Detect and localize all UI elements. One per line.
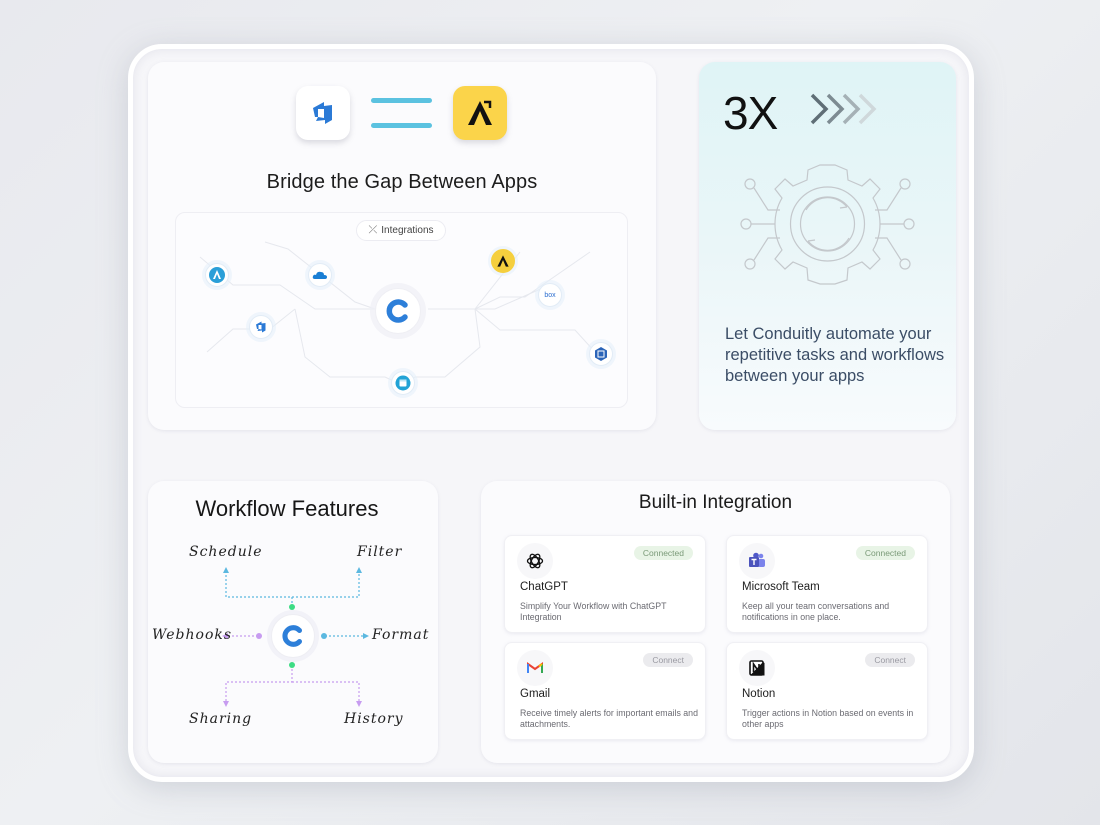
diagram-node-onedrive: [308, 263, 332, 287]
automation-gear-icon: [740, 164, 915, 285]
diagram-node-box: box: [538, 283, 562, 307]
speed-card: [699, 62, 956, 430]
connect-button[interactable]: Connect: [643, 653, 693, 667]
speed-tagline: Let Conduitly automate your repetitive t…: [725, 325, 945, 385]
diagram-node-azure: [249, 315, 273, 339]
azure-devops-icon: [313, 102, 332, 124]
connect-button[interactable]: Connect: [865, 653, 915, 667]
teams-logo: [739, 543, 775, 579]
arrow-app-tile: [453, 86, 507, 140]
status-badge[interactable]: Connected: [855, 546, 915, 560]
microsoft-teams-icon: [749, 552, 765, 567]
integrations-pill[interactable]: ⤫ Integrations: [356, 220, 446, 241]
integration-item-microsoft-team[interactable]: Connected Microsoft Team Keep all your t…: [726, 535, 928, 633]
integration-title: Built-in Integration: [638, 492, 793, 513]
status-badge[interactable]: Connected: [633, 546, 693, 560]
bridge-title: Bridge the Gap Between Apps: [266, 171, 538, 193]
integration-icon: ⤫: [368, 224, 378, 236]
chatgpt-icon: [526, 553, 544, 569]
box-icon: box: [544, 291, 556, 299]
speed-multiplier: 3X: [723, 87, 778, 139]
notion-icon: [749, 660, 765, 676]
feature-format: Format: [372, 627, 430, 643]
integration-desc: Simplify Your Workflow with ChatGPT Inte…: [520, 601, 667, 622]
integration-name: Notion: [742, 688, 776, 700]
diagram-node-calendar: [391, 371, 415, 395]
arrow-app-icon: [209, 267, 225, 283]
link-bar-bottom: [371, 123, 432, 128]
integration-desc: Receive timely alerts for important emai…: [520, 708, 698, 729]
feature-schedule: Schedule: [189, 544, 263, 560]
chatgpt-logo: [517, 543, 553, 579]
calendar-icon: [395, 375, 411, 391]
workflow-center-node: [271, 614, 315, 658]
gmail-icon: [527, 662, 543, 673]
integration-item-chatgpt[interactable]: Connected ChatGPT Simplify Your Workflow…: [504, 535, 706, 633]
integration-desc: Trigger actions in Notion based on event…: [742, 708, 914, 729]
feature-filter: Filter: [357, 544, 403, 560]
conduitly-logo-icon: [386, 299, 408, 323]
chevrons-right-icon: [810, 93, 877, 125]
link-bar-top: [371, 98, 432, 103]
database-icon: [595, 347, 607, 361]
feature-webhooks: Webhooks: [152, 627, 233, 643]
workflow-title: Workflow Features: [195, 496, 379, 521]
feature-history: History: [344, 711, 404, 727]
arrow-app-icon: [468, 100, 492, 125]
diagram-node-yellow: [491, 249, 515, 273]
diagram-center-node: [375, 288, 421, 334]
integration-item-notion[interactable]: Connect Notion Trigger actions in Notion…: [726, 642, 928, 740]
gmail-logo: [517, 650, 553, 686]
integration-name: Gmail: [520, 688, 551, 700]
workflow-connectors: [222, 567, 369, 707]
integrations-pill-label: Integrations: [381, 225, 434, 236]
conduitly-logo-icon: [282, 625, 302, 647]
feature-sharing: Sharing: [189, 711, 253, 727]
azure-devops-tile: [296, 86, 350, 140]
azure-devops-icon: [256, 321, 266, 333]
integration-name: ChatGPT: [520, 581, 568, 593]
onedrive-icon: [312, 271, 327, 279]
yellow-app-icon: [497, 255, 509, 267]
integration-desc: Keep all your team conversations and not…: [742, 601, 890, 622]
notion-logo: [739, 650, 775, 686]
integration-name: Microsoft Team: [742, 581, 820, 593]
integration-item-gmail[interactable]: Connect Gmail Receive timely alerts for …: [504, 642, 706, 740]
diagram-node-arrow: [205, 263, 229, 287]
diagram-node-database: [589, 342, 613, 366]
